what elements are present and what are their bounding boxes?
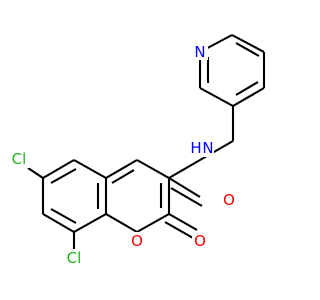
structure-diagram: N N H O O O Cl Cl	[8, 34, 266, 267]
molecule-canvas: N N H O O O Cl Cl	[8, 34, 266, 267]
atom-cl-top: Cl	[12, 150, 27, 168]
atom-o-ring: O	[131, 232, 143, 250]
atom-n-pyridine: N	[194, 43, 205, 61]
bond	[73, 213, 107, 233]
bond	[27, 167, 44, 179]
bond	[73, 159, 107, 179]
atom-h-amide: H	[190, 139, 201, 157]
bond	[136, 159, 170, 179]
bond	[42, 213, 75, 233]
bond	[168, 213, 198, 231]
bond	[50, 168, 77, 184]
bond	[168, 159, 201, 179]
bond	[111, 169, 135, 184]
bonds	[27, 34, 266, 252]
bond	[199, 87, 234, 107]
bond	[136, 213, 170, 233]
bond	[235, 42, 260, 57]
bond	[232, 87, 265, 107]
bond	[231, 34, 265, 53]
bond	[105, 213, 138, 233]
bond	[105, 159, 138, 179]
bond	[50, 208, 77, 224]
bond	[235, 81, 259, 96]
bond	[42, 159, 75, 179]
atom-o-carbonyl-amide: O	[223, 191, 235, 209]
atom-cl-bottom: Cl	[67, 249, 82, 267]
bond	[168, 177, 201, 198]
atom-o-carbonyl-lactone: O	[194, 232, 206, 250]
atom-labels: N N H O O O Cl Cl	[8, 43, 237, 267]
bond	[170, 187, 203, 207]
atom-n-amide: N	[202, 139, 213, 157]
bond	[164, 221, 194, 239]
